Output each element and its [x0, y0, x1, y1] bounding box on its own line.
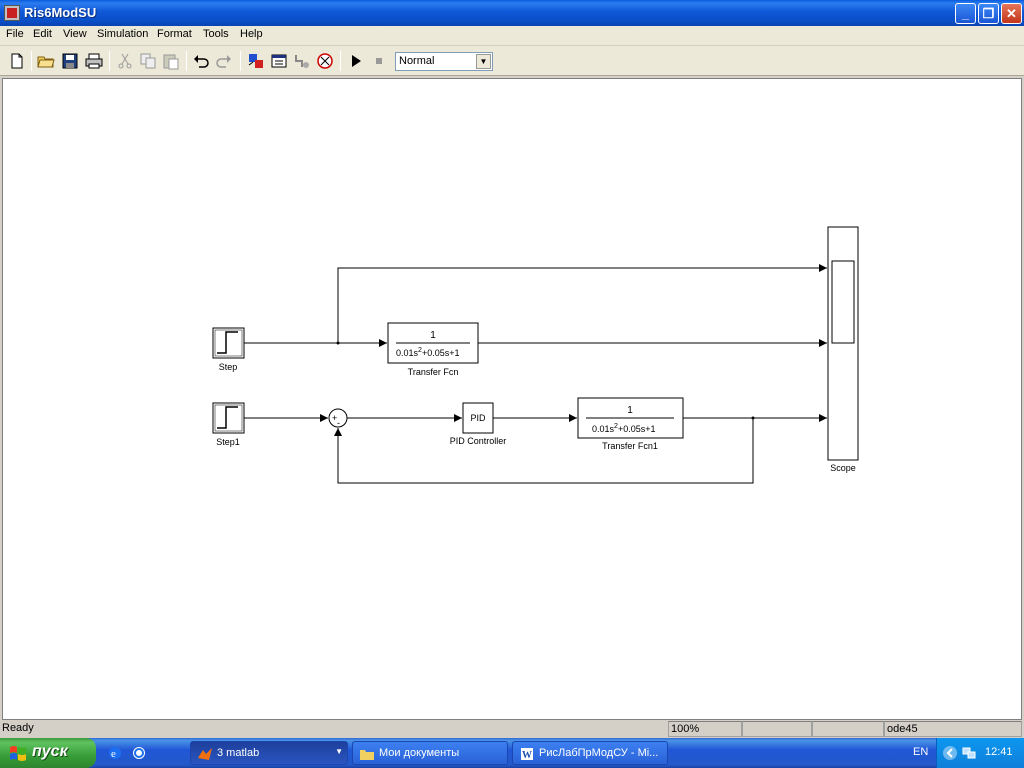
menu-simulation[interactable]: Simulation [97, 28, 149, 40]
toolbar-separator [186, 51, 187, 71]
signal-lines [244, 264, 827, 484]
branch-point [336, 341, 340, 345]
paste-icon[interactable] [161, 51, 181, 71]
transfer-fcn1-numerator: 1 [627, 405, 633, 416]
menu-edit[interactable]: Edit [33, 28, 52, 40]
windows-logo-icon [10, 746, 26, 761]
model-canvas[interactable]: Step Step1 1 0.01s2+0.05s+1 Transfer Fcn… [2, 78, 1022, 720]
menu-file[interactable]: File [6, 28, 24, 40]
title-bar[interactable]: Ris6ModSU _ ❐ ✕ [0, 0, 1024, 26]
branch-point [751, 416, 755, 420]
stop-simulation-icon[interactable] [369, 51, 389, 71]
transfer-fcn-label: Transfer Fcn [408, 367, 459, 377]
network-icon[interactable] [961, 745, 977, 761]
start-simulation-icon[interactable] [346, 51, 366, 71]
undo-icon[interactable] [191, 51, 211, 71]
toolbar: Normal ▼ [0, 46, 1024, 76]
internet-explorer-icon[interactable]: e [107, 745, 123, 761]
simulation-mode-select[interactable]: Normal ▼ [395, 52, 493, 71]
step-block[interactable] [212, 327, 245, 359]
menu-tools[interactable]: Tools [203, 28, 229, 40]
taskbar-item-word[interactable]: W РисЛабПрМодСУ - Mi... [512, 741, 668, 765]
save-icon[interactable] [60, 51, 80, 71]
sum-minus-sign: - [337, 418, 340, 428]
transfer-fcn1-denominator: 0.01s2+0.05s+1 [592, 423, 655, 434]
status-bar: Ready 100% ode45 [0, 720, 1024, 738]
close-button[interactable]: ✕ [1001, 3, 1022, 24]
word-document-icon: W [521, 748, 533, 761]
taskbar-item-label: РисЛабПрМодСУ - Mi... [539, 747, 659, 759]
language-indicator[interactable]: EN [913, 746, 929, 758]
menu-help[interactable]: Help [240, 28, 263, 40]
pid-text: PID [470, 413, 486, 423]
taskbar: пуск e 3 matlab ▼ Мои документы W РисЛаб… [0, 738, 1024, 768]
restore-button[interactable]: ❐ [978, 3, 999, 24]
minimize-button[interactable]: _ [955, 3, 976, 24]
debug-icon[interactable] [315, 51, 335, 71]
simulink-icon[interactable] [4, 5, 20, 21]
chevron-down-icon[interactable]: ▼ [476, 54, 491, 69]
clock[interactable]: 12:41 [985, 746, 1013, 758]
copy-icon[interactable] [138, 51, 158, 71]
menu-format[interactable]: Format [157, 28, 192, 40]
matlab-icon [198, 748, 212, 760]
taskbar-item-matlab[interactable]: 3 matlab ▼ [190, 741, 348, 765]
library-browser-icon[interactable] [246, 51, 266, 71]
step-label: Step [219, 362, 238, 372]
step1-label: Step1 [216, 437, 240, 447]
outlook-express-icon[interactable] [131, 745, 147, 761]
svg-text:W: W [522, 750, 532, 761]
status-cell-empty [742, 721, 812, 737]
status-text: Ready [2, 722, 34, 734]
transfer-fcn-numerator: 1 [430, 330, 436, 341]
open-folder-icon[interactable] [36, 51, 56, 71]
toolbar-separator [109, 51, 110, 71]
chevron-left-icon[interactable] [942, 745, 958, 761]
taskbar-item-documents[interactable]: Мои документы [352, 741, 508, 765]
scope-block[interactable] [827, 226, 859, 461]
block-diagram: Step Step1 1 0.01s2+0.05s+1 Transfer Fcn… [212, 226, 859, 484]
simulation-mode-value: Normal [399, 55, 435, 67]
toolbar-separator [31, 51, 32, 71]
transfer-fcn1-block[interactable]: 1 0.01s2+0.05s+1 [577, 397, 684, 439]
window-title: Ris6ModSU [24, 5, 97, 20]
redo-icon[interactable] [214, 51, 234, 71]
folder-icon [360, 750, 374, 760]
taskbar-item-label: Мои документы [379, 747, 460, 759]
transfer-fcn-block[interactable]: 1 0.01s2+0.05s+1 [387, 322, 479, 364]
transfer-fcn1-label: Transfer Fcn1 [602, 441, 658, 451]
step1-block[interactable] [212, 402, 245, 434]
status-cell-empty [812, 721, 884, 737]
sum-block[interactable]: + - [328, 408, 348, 428]
zoom-level: 100% [668, 721, 742, 737]
svg-text:e: e [111, 748, 116, 760]
chevron-down-icon: ▼ [335, 747, 343, 756]
step-branch-to-scope-line [337, 264, 827, 343]
scope-label: Scope [830, 463, 856, 473]
transfer-fcn-denominator: 0.01s2+0.05s+1 [396, 347, 459, 358]
print-icon[interactable] [84, 51, 104, 71]
system-tray: 12:41 [936, 738, 1024, 768]
solver-name: ode45 [884, 721, 1022, 737]
pid-controller-block[interactable]: PID [462, 402, 494, 434]
feedback-line [334, 418, 754, 484]
taskbar-item-label: 3 matlab [217, 747, 260, 759]
signal-tool-icon[interactable] [292, 51, 312, 71]
start-button[interactable]: пуск [0, 738, 96, 768]
menu-view[interactable]: View [63, 28, 87, 40]
menu-bar: File Edit View Simulation Format Tools H… [0, 26, 1024, 45]
toolbar-separator [240, 51, 241, 71]
pid-controller-label: PID Controller [450, 436, 507, 446]
sum-plus-sign: + [332, 413, 337, 423]
cut-icon[interactable] [115, 51, 135, 71]
model-explorer-icon[interactable] [269, 51, 289, 71]
toolbar-separator [340, 51, 341, 71]
start-label: пуск [32, 743, 68, 760]
new-model-icon[interactable] [7, 51, 27, 71]
